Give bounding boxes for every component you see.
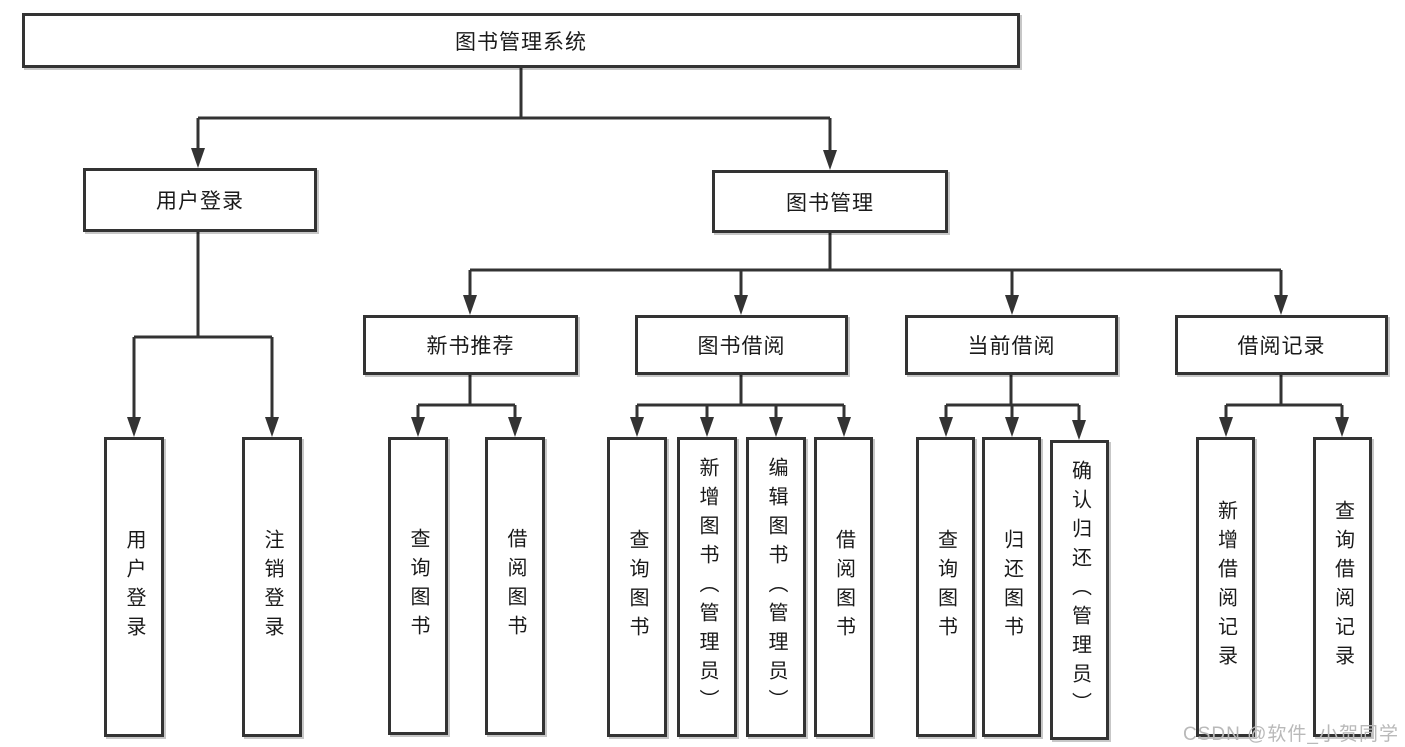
- edge-bookmgmt-to-level3: [468, 233, 1283, 298]
- leaf-return-books: 归还图书: [982, 437, 1041, 737]
- node-book-borrowing: 图书借阅: [635, 315, 848, 375]
- leaf-add-book-admin: 新增图书（管理员）: [677, 437, 737, 737]
- edge-root-to-level2: [196, 68, 832, 153]
- node-user-login-group: 用户登录: [83, 168, 317, 232]
- node-current-borrowing: 当前借阅: [905, 315, 1118, 375]
- leaf-edit-book-admin: 编辑图书（管理员）: [746, 437, 806, 737]
- leaf-query-books-borrowing: 查询图书: [607, 437, 667, 737]
- leaf-user-login: 用户登录: [104, 437, 164, 737]
- edge-userlogin-to-leaves: [132, 232, 274, 420]
- leaf-logout: 注销登录: [242, 437, 302, 737]
- arrowheads: [127, 148, 1349, 440]
- node-library-management-system: 图书管理系统: [22, 13, 1020, 68]
- leaf-query-books-recommend: 查询图书: [388, 437, 448, 735]
- leaf-borrow-books-recommend: 借阅图书: [485, 437, 545, 735]
- node-borrowing-records: 借阅记录: [1175, 315, 1388, 375]
- watermark-text: CSDN @软件_小贺同学: [1183, 724, 1399, 745]
- leaf-add-borrow-record: 新增借阅记录: [1196, 437, 1255, 737]
- leaf-query-books-current: 查询图书: [916, 437, 975, 737]
- leaf-confirm-return-admin: 确认归还（管理员）: [1050, 440, 1109, 740]
- leaf-borrow-books-borrowing: 借阅图书: [814, 437, 873, 737]
- edge-records-to-leaves: [1224, 375, 1344, 420]
- leaf-query-borrow-record: 查询借阅记录: [1313, 437, 1372, 737]
- node-new-book-recommend: 新书推荐: [363, 315, 578, 375]
- edge-bookborrow-to-leaves: [635, 375, 846, 420]
- node-book-management: 图书管理: [712, 170, 948, 233]
- edge-newbook-to-leaves: [416, 375, 517, 420]
- edge-currentborrow-to-leaves: [944, 375, 1081, 423]
